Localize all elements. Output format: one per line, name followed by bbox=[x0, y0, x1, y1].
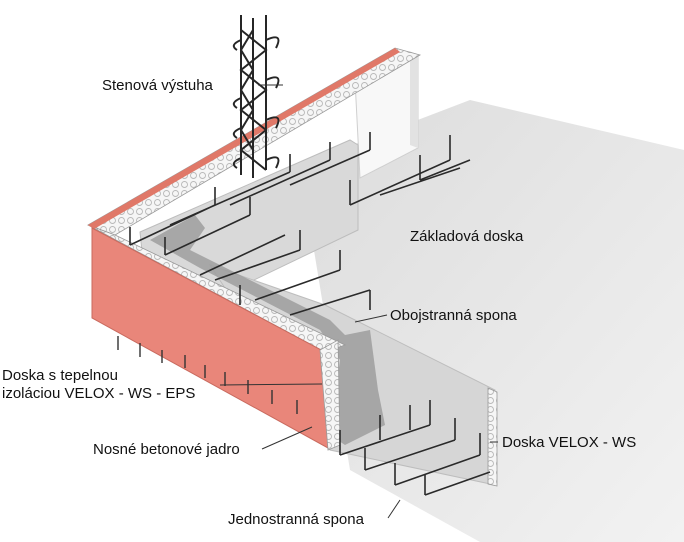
slab-pins bbox=[117, 336, 298, 414]
label-wall-reinforcement: Stenová výstuha bbox=[102, 77, 213, 94]
label-double-tie: Obojstranná spona bbox=[390, 307, 517, 324]
single-sided-ties bbox=[339, 400, 491, 496]
leader-lines bbox=[219, 84, 498, 519]
insulation-top-red bbox=[88, 48, 400, 229]
label-insulated-board-line2: izoláciou VELOX - WS - EPS bbox=[2, 385, 196, 402]
label-single-tie: Jednostranná spona bbox=[228, 511, 364, 528]
wall-reinforcement bbox=[232, 15, 280, 178]
label-base-slab: Základová doska bbox=[410, 228, 524, 245]
label-concrete-core: Nosné betonové jadro bbox=[93, 441, 240, 458]
label-velox-board: Doska VELOX - WS bbox=[502, 434, 637, 451]
label-insulated-board-line1: Doska s tepelnou bbox=[2, 367, 118, 384]
concrete-core bbox=[150, 215, 385, 445]
velox-board-edge bbox=[487, 387, 498, 487]
double-sided-ties bbox=[129, 132, 471, 316]
